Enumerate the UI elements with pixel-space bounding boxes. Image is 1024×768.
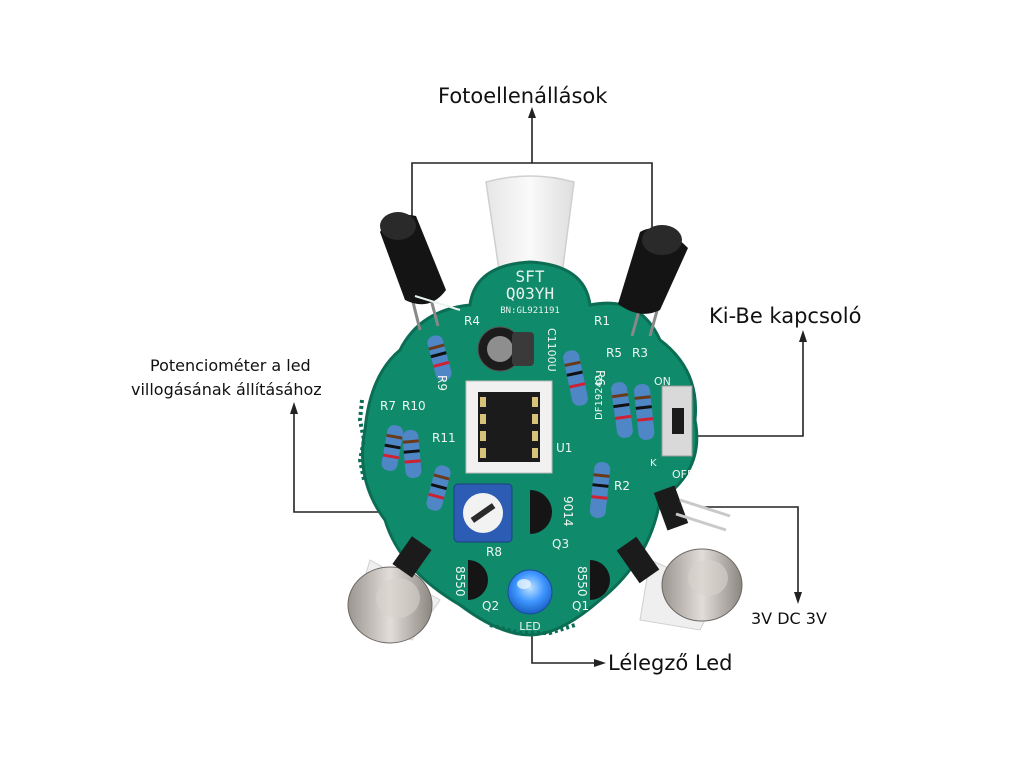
blue-led [507, 569, 553, 615]
arrow-right-led [594, 659, 606, 667]
silk-t8550b: 8550 [575, 566, 589, 597]
left-metal-contact [347, 566, 433, 644]
transistor-q1 [590, 560, 610, 600]
left-header [392, 536, 432, 578]
silk-q2: Q2 [482, 599, 499, 613]
power-leader-line [700, 506, 799, 593]
led-silk-label: LED [519, 620, 541, 633]
silk-r5: R5 [606, 346, 622, 360]
ic-chip [465, 380, 553, 474]
power-header [653, 485, 731, 532]
pcb-edge-bottom [489, 623, 576, 635]
silk-r8: R8 [486, 545, 502, 559]
capacitor-label: C1100U [545, 328, 558, 372]
switch-off-label: OFF [672, 468, 693, 481]
silk-r1: R1 [594, 314, 610, 328]
arrow-up-switch [799, 330, 807, 342]
arrow-up-photoresistor [528, 107, 536, 118]
arrow-heads [290, 107, 807, 667]
silk-r7: R7 [380, 399, 396, 413]
board-brand: SFT [516, 267, 545, 286]
silk-r11: R11 [432, 431, 456, 445]
board-model: Q03YH [506, 284, 554, 303]
silk-ic-code: DF19242 [594, 375, 605, 420]
right-header [616, 536, 660, 584]
chip-label: U1 [556, 441, 572, 455]
silk-r4: R4 [464, 314, 480, 328]
pcb-edge-left [357, 399, 367, 481]
silk-t8550a: 8550 [453, 566, 467, 597]
silk-r2: R2 [614, 479, 630, 493]
label-potentiometer-line2: villogásának állításához [131, 380, 322, 399]
potentiometer [453, 483, 513, 543]
silk-labels: R4 R1 R5 R3 R9 R6 R7 R10 R11 R2 R8 Q3 Q2… [380, 314, 648, 613]
transistors [468, 490, 610, 600]
acrylic-stand-top [485, 175, 575, 291]
capacitor [477, 326, 534, 372]
arrow-down-power [794, 592, 802, 604]
right-metal-contact [661, 548, 743, 622]
silk-r6: R6 [593, 370, 607, 386]
silk-r3: R3 [632, 346, 648, 360]
label-potentiometer-line1: Potenciométer a led [150, 356, 311, 375]
silk-r9: R9 [435, 375, 449, 391]
transistor-q2 [468, 560, 488, 600]
silk-r10: R10 [402, 399, 426, 413]
switch-on-label: ON [654, 375, 671, 388]
label-switch: Ki-Be kapcsoló [709, 304, 862, 328]
slide-switch [661, 385, 693, 457]
resistors [381, 335, 655, 518]
label-breathing-led: Lélegző Led [608, 651, 733, 675]
switch-k-label: K [650, 458, 657, 469]
arrow-up-potentiometer [290, 402, 298, 414]
silk-t9014: 9014 [561, 496, 575, 527]
silk-q1: Q1 [572, 599, 589, 613]
label-power: 3V DC 3V [751, 609, 827, 628]
right-photoresistor [618, 225, 688, 337]
left-photoresistor [380, 212, 461, 331]
switch-leader-line [690, 342, 804, 437]
label-photoresistors: Fotoellenállások [438, 84, 608, 108]
transistor-q3 [530, 490, 552, 534]
silk-q3: Q3 [552, 537, 569, 551]
board-serial: BN:GL921191 [500, 306, 560, 316]
